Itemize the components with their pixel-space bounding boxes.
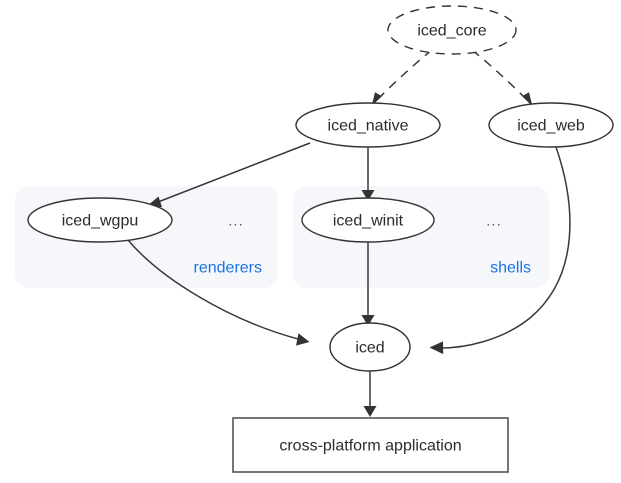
node-iced-core-label: iced_core xyxy=(417,23,486,40)
edge-iced-core-to-iced-native xyxy=(371,49,433,107)
node-iced-wgpu[interactable]: iced_wgpu xyxy=(27,197,173,243)
edge-iced-core-to-iced-web xyxy=(471,49,533,107)
cluster-shells-label: shells xyxy=(490,260,531,277)
edge-iced-web-to-iced xyxy=(429,146,571,355)
node-cross-platform-application[interactable]: cross-platform application xyxy=(232,417,509,473)
node-iced-web[interactable]: iced_web xyxy=(488,102,614,148)
node-cross-platform-application-label: cross-platform application xyxy=(279,438,461,455)
edge-iced-native-to-iced-winit xyxy=(361,147,375,201)
node-iced-winit-label: iced_winit xyxy=(333,213,404,230)
cluster-renderers-label: renderers xyxy=(194,260,262,277)
node-iced-native[interactable]: iced_native xyxy=(295,102,441,148)
cluster-renderers-ellipsis: ... xyxy=(228,213,244,230)
node-iced-winit[interactable]: iced_winit xyxy=(301,197,435,243)
node-iced[interactable]: iced xyxy=(329,322,411,372)
edge-iced-to-application xyxy=(363,371,377,417)
node-iced-label: iced xyxy=(355,340,384,357)
node-iced-wgpu-label: iced_wgpu xyxy=(62,213,139,230)
edge-iced-winit-to-iced xyxy=(361,242,375,326)
node-iced-native-label: iced_native xyxy=(328,118,409,135)
edge-iced-wgpu-to-iced xyxy=(127,239,310,346)
cluster-shells-ellipsis: ... xyxy=(486,213,502,230)
node-iced-core[interactable]: iced_core xyxy=(387,5,517,55)
node-iced-web-label: iced_web xyxy=(517,118,585,135)
